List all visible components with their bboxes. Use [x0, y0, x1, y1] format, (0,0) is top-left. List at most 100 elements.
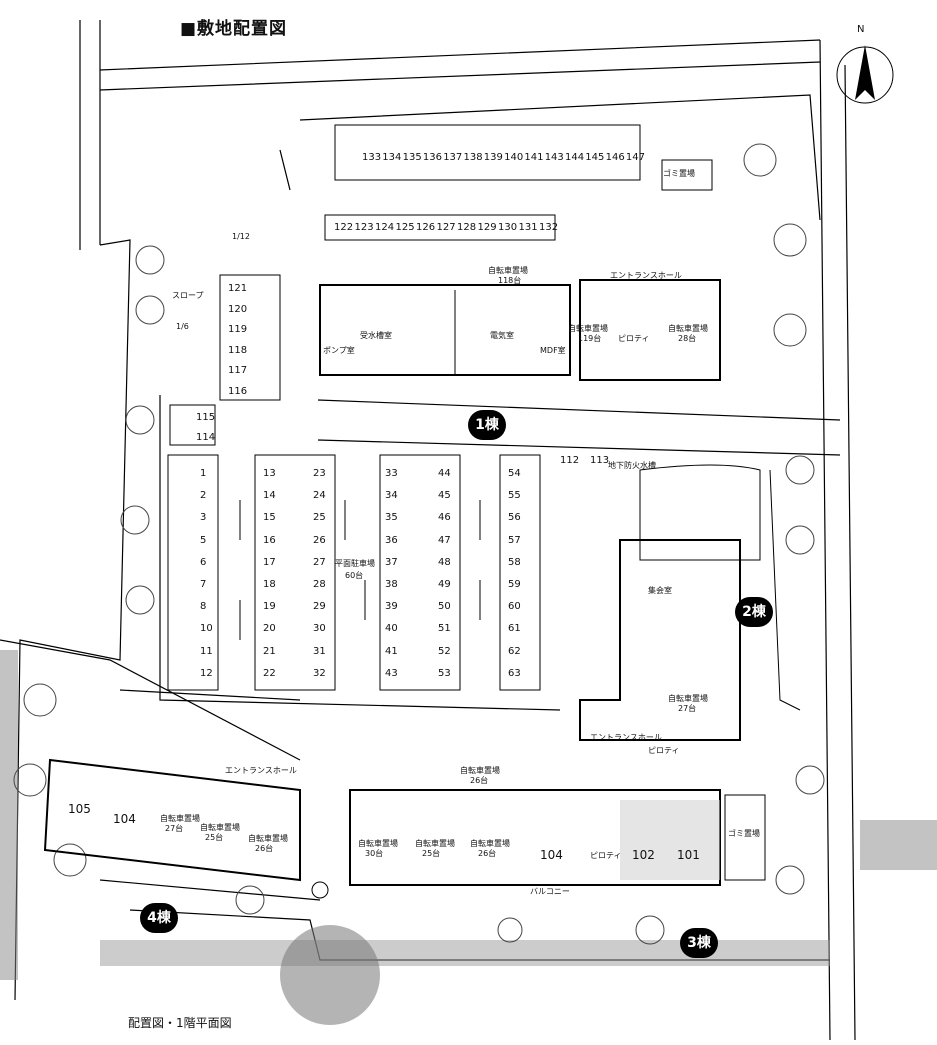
parking-slot-52: 52 — [438, 645, 451, 657]
building-3-badge: 3棟 — [680, 928, 718, 958]
building-1-badge: 1棟 — [468, 410, 506, 440]
road-strip-east — [860, 820, 937, 870]
unit-102: 102 — [632, 848, 655, 862]
parking-slot-122: 122 — [334, 222, 354, 233]
parking-slot-48: 48 — [438, 556, 451, 568]
parking-slot-53: 53 — [438, 667, 451, 679]
parking-slot-39: 39 — [385, 601, 398, 613]
parking-slot-54: 54 — [508, 468, 521, 479]
parking-slot-59: 59 — [508, 579, 521, 590]
gomi-1-frame — [661, 159, 713, 191]
bike-parking-7-count: 26台 — [255, 844, 274, 853]
parking-slot-137: 137 — [443, 152, 463, 163]
parking-slot-40: 40 — [385, 623, 398, 635]
parking-slot-63: 63 — [508, 667, 521, 679]
parking-slot-12: 12 — [200, 667, 213, 679]
building-2-outline — [579, 539, 741, 741]
parking-slot-55: 55 — [508, 490, 521, 502]
slope-grade-2: 1/12 — [232, 232, 250, 241]
parking-slot-25: 25 — [313, 512, 326, 524]
parking-slot-129: 129 — [477, 222, 497, 233]
parking-slot-60: 60 — [508, 601, 521, 613]
parking-slot-118: 118 — [228, 344, 248, 356]
road-strip — [100, 940, 830, 966]
parking-slot-45: 45 — [438, 490, 451, 502]
pump-room: ポンプ室 — [323, 346, 355, 355]
slope-label: スロープ — [172, 291, 204, 300]
bike-parking-5: 自転車置場 — [460, 766, 500, 775]
parking-slot-116: 116 — [228, 385, 248, 397]
parking-slot-113: 113 — [590, 455, 610, 466]
parking-slot-141: 141 — [524, 152, 544, 163]
road-strip-west — [0, 650, 18, 980]
building-2-badge: 2棟 — [735, 597, 773, 627]
entrance-2: エントランスホール — [590, 733, 662, 742]
parking-slot-114: 114 — [196, 432, 216, 443]
building-4-badge: 4棟 — [140, 903, 178, 933]
parking-slot-144: 144 — [565, 152, 585, 163]
parking-slot-126: 126 — [416, 222, 436, 233]
parking-row-top1-frame — [334, 124, 641, 181]
parking-slot-38: 38 — [385, 579, 398, 590]
bike-parking-11-count: 25台 — [205, 833, 224, 842]
parking-slot-5: 5 — [200, 534, 207, 546]
unit-104-b3: 104 — [540, 848, 563, 862]
mdf-room: MDF室 — [540, 346, 566, 355]
gomi-3-frame — [724, 794, 766, 881]
bike-parking-1-count: 118台 — [498, 276, 522, 285]
parking-slot-136: 136 — [422, 152, 442, 163]
parking-slot-61: 61 — [508, 623, 521, 635]
parking-slot-134: 134 — [382, 152, 402, 163]
bike-parking-6-count: 27台 — [165, 824, 184, 833]
parking-col-slope-frame — [219, 274, 281, 401]
bike-parking-2: 自転車置場 — [568, 324, 608, 333]
parking-slot-51: 51 — [438, 623, 451, 635]
entrance-4: エントランスホール — [225, 766, 297, 775]
parking-col-a-frame — [167, 454, 219, 691]
trees — [13, 143, 825, 945]
parking-slot-18: 18 — [263, 579, 276, 590]
parking-slot-31: 31 — [313, 645, 326, 657]
parking-slot-128: 128 — [457, 222, 477, 233]
assembly-room: 集会室 — [648, 586, 672, 595]
parking-slot-147: 147 — [625, 152, 645, 163]
parking-slot-23: 23 — [313, 468, 326, 479]
bike-parking-10-count: 26台 — [478, 849, 497, 858]
building-2-courtyard — [639, 464, 761, 561]
parking-slot-28: 28 — [313, 579, 326, 590]
flat-parking-count: 60台 — [345, 571, 364, 580]
parking-slot-112: 112 — [560, 455, 580, 466]
parking-slot-37: 37 — [385, 556, 398, 568]
parking-slot-30: 30 — [313, 623, 326, 635]
parking-slot-138: 138 — [463, 152, 483, 163]
unit-101: 101 — [677, 848, 700, 862]
parking-slot-35: 35 — [385, 512, 398, 524]
building-2-ramp — [769, 469, 801, 711]
parking-slot-3: 3 — [200, 512, 207, 524]
gomi-3: ゴミ置場 — [728, 829, 760, 838]
parking-slot-21: 21 — [263, 645, 276, 657]
parking-slot-121: 121 — [228, 283, 248, 294]
parking-slot-11: 11 — [200, 645, 213, 657]
parking-slot-127: 127 — [436, 222, 456, 233]
piloti-3: ピロティ — [590, 851, 622, 860]
parking-slot-56: 56 — [508, 512, 521, 524]
parking-slot-22: 22 — [263, 667, 276, 679]
parking-slot-49: 49 — [438, 579, 451, 590]
compass-north-label: N — [857, 24, 865, 35]
parking-slot-119: 119 — [228, 324, 248, 335]
entrance-1: エントランスホール — [610, 271, 682, 280]
parking-slot-19: 19 — [263, 601, 276, 613]
parking-slot-117: 117 — [228, 365, 248, 376]
parking-slot-15: 15 — [263, 512, 276, 524]
parking-slot-24: 24 — [313, 490, 326, 502]
parking-slot-29: 29 — [313, 601, 326, 613]
parking-slot-14: 14 — [263, 490, 276, 502]
basement-water-tank: 地下防火水槽 — [608, 461, 656, 470]
parking-slot-1: 1 — [200, 468, 207, 479]
bike-parking-8: 自転車置場 — [358, 839, 398, 848]
parking-slot-46: 46 — [438, 512, 451, 524]
roundabout-marker — [311, 881, 329, 899]
parking-slot-131: 131 — [518, 222, 538, 233]
parking-slot-58: 58 — [508, 556, 521, 568]
